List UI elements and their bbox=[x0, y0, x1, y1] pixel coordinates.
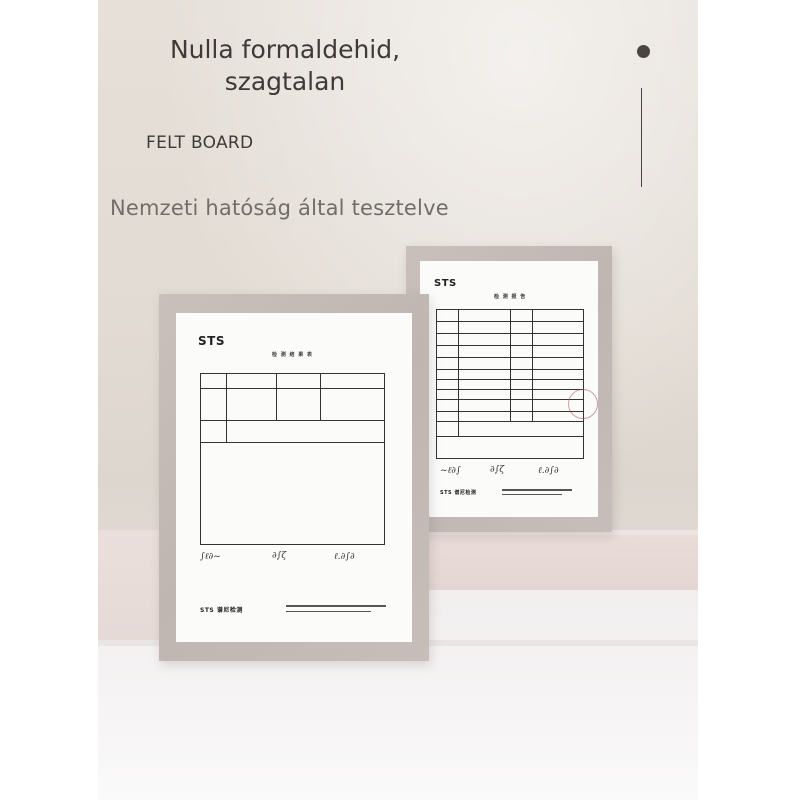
sts-logo: STS bbox=[434, 278, 457, 289]
certificate-frame-back: STS 检 测 报 告 ~ℓ∂∫ ∂∫ζ ℓ.∂∫∂ STS 谱尼检测 bbox=[406, 246, 612, 532]
sts-logo: STS bbox=[198, 334, 225, 348]
signature: ℓ.∂∫∂ bbox=[334, 552, 355, 562]
headline: Nulla formaldehid, szagtalan bbox=[150, 34, 420, 98]
document-title: 检 测 结 果 表 bbox=[272, 352, 313, 358]
certificate-paper-front: STS 检 测 结 果 表 ∫ℓ∂~ ∂∫ζ ℓ.∂∫∂ STS 谱尼检测 bbox=[176, 313, 412, 642]
tagline: Nemzeti hatóság által tesztelve bbox=[110, 196, 449, 220]
signature: ℓ.∂∫∂ bbox=[538, 466, 559, 476]
signature: ~ℓ∂∫ bbox=[440, 466, 461, 476]
accent-dot-icon bbox=[637, 45, 650, 58]
signature: ∫ℓ∂~ bbox=[200, 552, 221, 562]
pedestal-top bbox=[428, 530, 698, 538]
certificate-paper-back: STS 检 测 报 告 ~ℓ∂∫ ∂∫ζ ℓ.∂∫∂ STS 谱尼检测 bbox=[420, 261, 598, 517]
signature: ∂∫ζ bbox=[272, 551, 287, 561]
headline-line-1: Nulla formaldehid, bbox=[169, 35, 401, 64]
accent-divider bbox=[641, 88, 642, 187]
document-title: 检 测 报 告 bbox=[494, 294, 527, 300]
footer-logo: STS 谱尼检测 bbox=[200, 607, 243, 614]
product-label: FELT BOARD bbox=[146, 133, 254, 153]
certificate-frame-front: STS 检 测 结 果 表 ∫ℓ∂~ ∂∫ζ ℓ.∂∫∂ STS 谱尼检测 bbox=[159, 294, 429, 661]
pedestal-right bbox=[428, 535, 698, 590]
signature: ∂∫ζ bbox=[490, 465, 505, 475]
seal-stamp bbox=[568, 389, 598, 419]
result-table bbox=[200, 373, 385, 545]
headline-line-2: szagtalan bbox=[224, 67, 346, 96]
footer-logo: STS 谱尼检测 bbox=[440, 490, 477, 496]
